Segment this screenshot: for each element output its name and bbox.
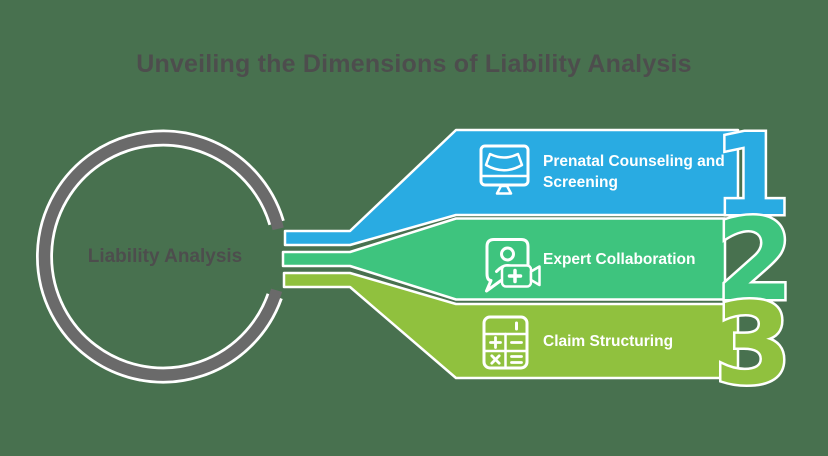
page-title: Unveiling the Dimensions of Liability An… — [136, 50, 692, 78]
equals-key — [510, 355, 523, 364]
person-head — [500, 246, 515, 262]
ribbon-step-3 — [282, 271, 740, 380]
circle-center-label: Liability Analysis — [87, 246, 243, 267]
step-numbers: 1 2 3 — [711, 109, 797, 413]
video-camera-lens — [529, 265, 541, 287]
plus-key — [489, 336, 502, 349]
step-3-label: Claim Structuring — [543, 333, 674, 350]
step-number-3: 3 — [714, 280, 792, 410]
step-1-label: Prenatal Counseling and Screening — [543, 153, 725, 191]
step-number-1: 1 — [713, 111, 791, 241]
step-number-2: 2 — [716, 196, 794, 326]
multiply-key — [490, 354, 501, 365]
calculator-key-grid — [482, 332, 529, 370]
circle-ring-body — [38, 132, 284, 381]
step-2-label: Expert Collaboration — [543, 251, 696, 268]
speech-bubble — [485, 238, 530, 293]
calculator-icon — [482, 315, 529, 370]
ultrasound-fan-shape — [484, 152, 524, 172]
circle-ring — [36, 129, 285, 384]
monitor-stand — [495, 184, 513, 195]
medical-cross — [507, 268, 523, 284]
ribbon-step-1 — [283, 128, 740, 247]
ultrasound-monitor-icon — [479, 144, 530, 195]
telehealth-consultation-icon — [485, 238, 541, 293]
